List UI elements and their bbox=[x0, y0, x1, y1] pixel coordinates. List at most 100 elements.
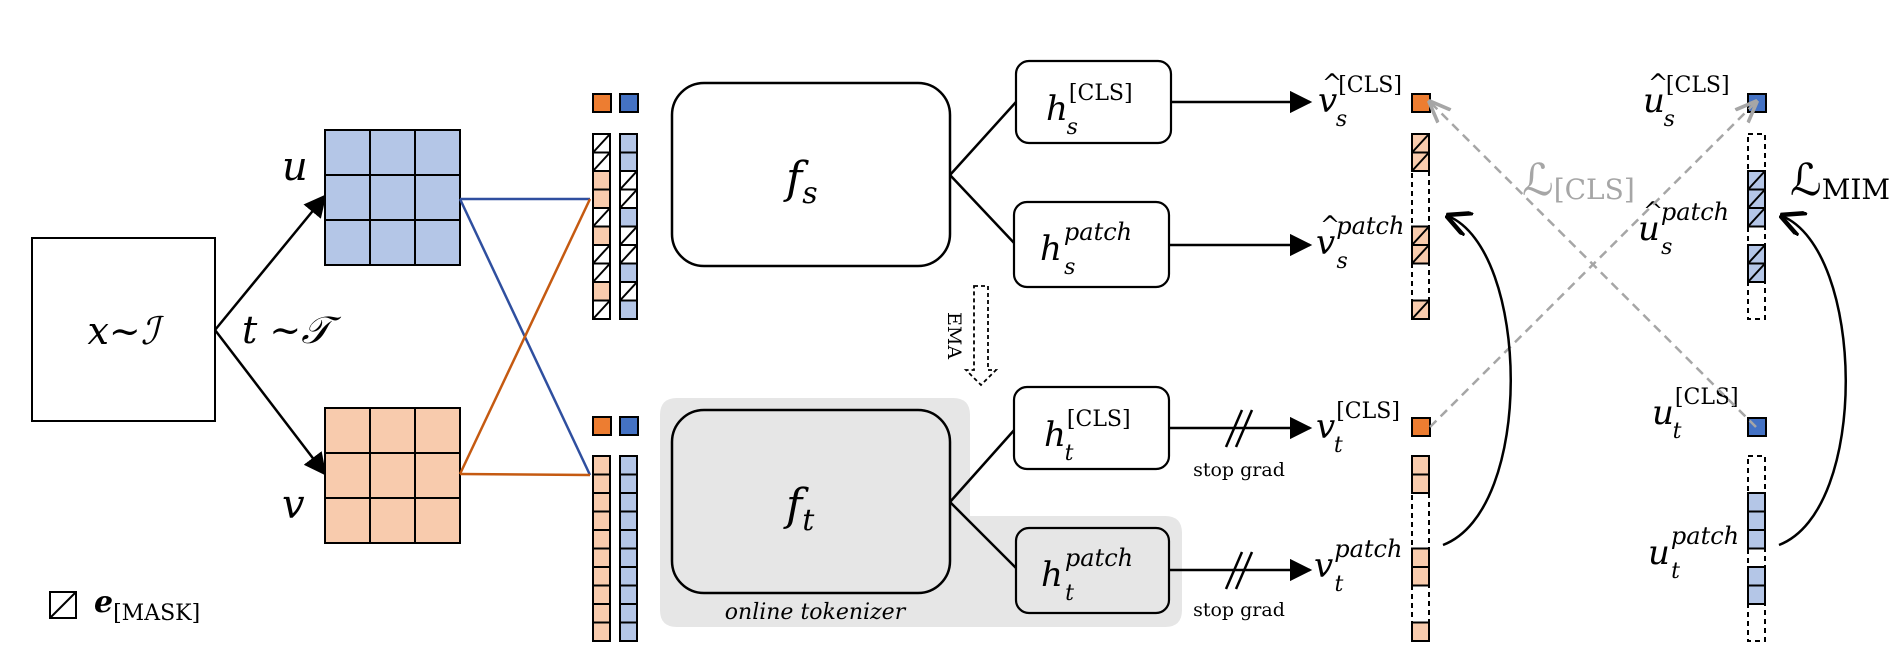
student-cls-token-u bbox=[619, 93, 639, 113]
input-image-box bbox=[31, 237, 216, 422]
v-to-student-line bbox=[458, 198, 592, 475]
cls-loss-label: ℒ[CLS] bbox=[1522, 155, 1635, 206]
u-student-cls-output-label: u[CLS]s bbox=[1643, 73, 1730, 132]
teacher-token-v bbox=[592, 473, 611, 494]
view-u-cell bbox=[324, 174, 371, 221]
teacher-token-u bbox=[619, 547, 638, 568]
student-to-patch-head bbox=[949, 174, 1017, 246]
view-u-cell bbox=[369, 219, 416, 266]
teacher-cls-token-u bbox=[619, 416, 639, 436]
view-v-label: v bbox=[282, 482, 305, 528]
teacher-token-u bbox=[619, 455, 638, 476]
student-cls-head-label: h[CLS]s bbox=[1046, 81, 1133, 140]
out-teacher-patch-u bbox=[1747, 584, 1766, 605]
teacher-token-v bbox=[592, 492, 611, 513]
out-teacher-patch-v bbox=[1411, 566, 1430, 587]
view-v-cell bbox=[414, 497, 461, 544]
student-encoder-box bbox=[670, 81, 952, 268]
out-teacher-cls-v bbox=[1411, 417, 1431, 437]
view-v-cell bbox=[414, 407, 461, 454]
student-token-v bbox=[592, 281, 611, 302]
ema-arrow bbox=[963, 285, 999, 387]
teacher-token-v bbox=[592, 529, 611, 550]
token-columns bbox=[592, 93, 639, 642]
v-to-teacher-line bbox=[459, 472, 591, 477]
mask-legend-icon bbox=[49, 591, 77, 619]
teacher-cls-token-v bbox=[592, 416, 612, 436]
view-v-grid bbox=[324, 407, 461, 544]
out-teacher-patch-u bbox=[1747, 510, 1766, 531]
teacher-token-v bbox=[592, 455, 611, 476]
view-u-cell bbox=[414, 174, 461, 221]
student-patch-output-hat: ^ bbox=[1320, 211, 1340, 239]
stop-grad-mark-cls bbox=[1224, 409, 1254, 448]
view-v-cell bbox=[324, 497, 371, 544]
student-token-u bbox=[619, 151, 638, 172]
view-v-cell bbox=[324, 407, 371, 454]
cls-loss-arrow-to-student-u bbox=[1429, 102, 1756, 428]
out-student-patch-u-mask-stroke bbox=[1747, 170, 1766, 191]
student-token-u-mask-stroke bbox=[619, 281, 638, 302]
student-token-v bbox=[592, 170, 611, 191]
teacher-token-v bbox=[592, 584, 611, 605]
ema-label: EMA bbox=[943, 312, 965, 359]
teacher-token-v bbox=[592, 547, 611, 568]
view-u-label: u bbox=[282, 144, 308, 190]
teacher-cls-output-label: v[CLS]t bbox=[1316, 399, 1400, 458]
online-tokenizer-label: online tokenizer bbox=[725, 600, 907, 625]
mim-loss-label: ℒMIM bbox=[1790, 155, 1890, 206]
teacher-token-u bbox=[619, 621, 638, 642]
view-v-cell bbox=[324, 452, 371, 499]
view-v-cell bbox=[369, 497, 416, 544]
student-token-v-mask-stroke bbox=[592, 262, 611, 283]
stop-grad-label-cls: stop grad bbox=[1193, 459, 1285, 481]
out-student-patch-v-mask-stroke bbox=[1411, 151, 1430, 172]
student-token-u bbox=[619, 207, 638, 228]
out-teacher-patch-v bbox=[1411, 473, 1430, 494]
out-teacher-patch-u bbox=[1747, 566, 1766, 587]
out-student-patch-u-mask-stroke bbox=[1747, 188, 1766, 209]
out-student-patch-v-mask-stroke bbox=[1411, 299, 1430, 320]
student-token-u-mask-stroke bbox=[619, 188, 638, 209]
student-token-v-mask-stroke bbox=[592, 244, 611, 265]
teacher-token-u bbox=[619, 584, 638, 605]
teacher-token-u bbox=[619, 510, 638, 531]
teacher-token-v bbox=[592, 566, 611, 587]
student-cls-output-hat: ^ bbox=[1322, 69, 1342, 97]
teacher-token-v bbox=[592, 621, 611, 642]
view-v-cell bbox=[369, 452, 416, 499]
student-token-v-mask-stroke bbox=[592, 299, 611, 320]
arrow-to-v bbox=[214, 329, 327, 476]
out-student-cls-v bbox=[1411, 93, 1431, 113]
u-student-cls-output-hat: ^ bbox=[1648, 69, 1668, 97]
teacher-to-patch-head bbox=[949, 501, 1019, 571]
view-u-cell bbox=[414, 129, 461, 176]
mim-arrow-u bbox=[1779, 216, 1847, 547]
student-cls-token-v bbox=[592, 93, 612, 113]
output-token-columns bbox=[1411, 93, 1767, 642]
student-token-u bbox=[619, 133, 638, 154]
stop-grad-label-patch: stop grad bbox=[1193, 599, 1285, 621]
teacher-token-v bbox=[592, 603, 611, 624]
student-token-v bbox=[592, 225, 611, 246]
out-student-patch-u-mask-stroke bbox=[1747, 207, 1766, 228]
teacher-token-u bbox=[619, 603, 638, 624]
student-token-u-mask-stroke bbox=[619, 244, 638, 265]
student-cls-output-label: v[CLS]s bbox=[1318, 73, 1402, 132]
teacher-token-u bbox=[619, 473, 638, 494]
student-token-u-mask-stroke bbox=[619, 170, 638, 191]
out-student-patch-u-mask-stroke bbox=[1747, 244, 1766, 265]
out-teacher-patch-u bbox=[1747, 492, 1766, 513]
teacher-cls-head-label: h[CLS]t bbox=[1044, 407, 1131, 466]
transform-label: t ~𝒯 bbox=[242, 308, 341, 352]
student-token-u bbox=[619, 299, 638, 320]
view-u-cell bbox=[324, 219, 371, 266]
out-student-patch-u-mask-stroke bbox=[1747, 262, 1766, 283]
teacher-token-u bbox=[619, 529, 638, 550]
